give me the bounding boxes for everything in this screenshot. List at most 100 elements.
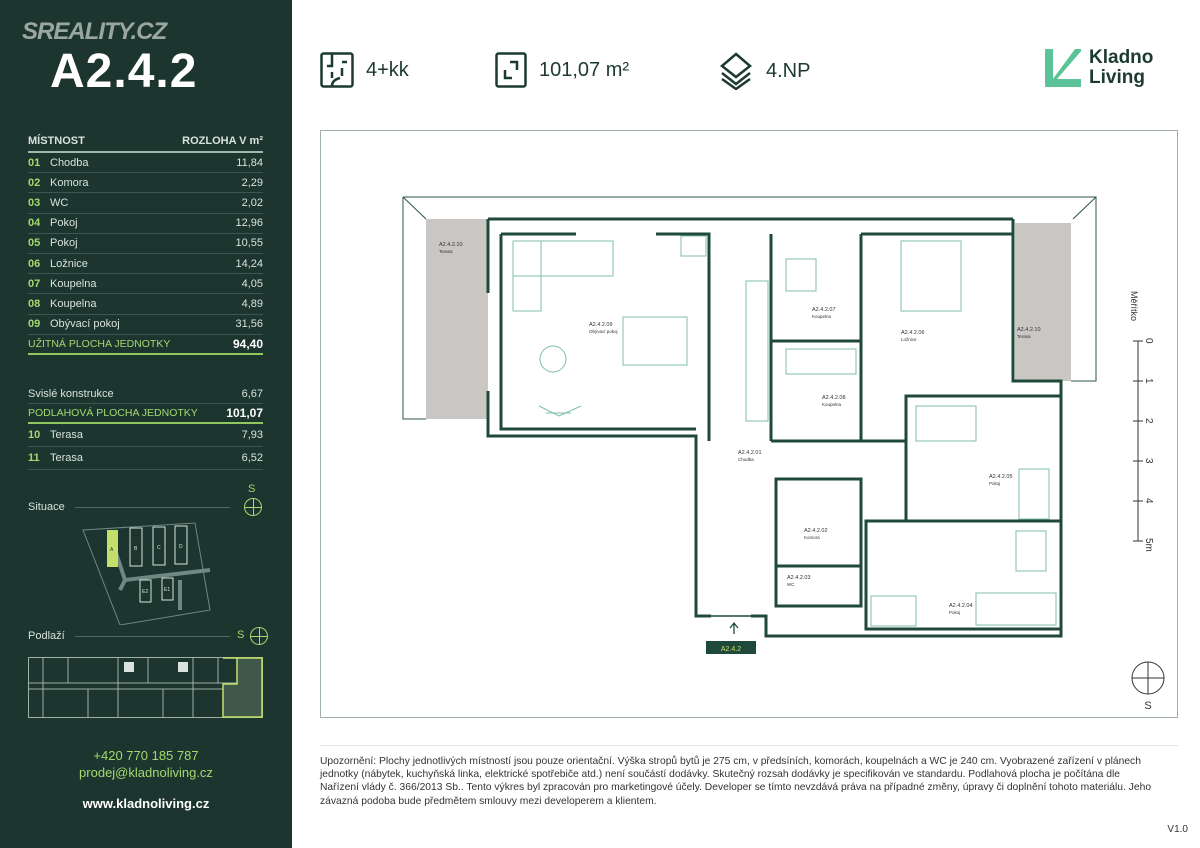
divider [320, 745, 1178, 746]
room-num: 01 [28, 156, 41, 169]
terrace-left [426, 219, 488, 419]
room-code-label: A2.4.2.10 [439, 242, 463, 248]
room-name-label: Chodba [738, 457, 754, 462]
room-area: 2,29 [241, 176, 263, 189]
floorplan-icon [320, 52, 354, 88]
terrace-num: 11 [28, 452, 40, 465]
room-num: 04 [28, 217, 41, 230]
room-name-label: Pokoj [989, 481, 1000, 486]
layout-value: 4+kk [366, 58, 409, 81]
website-link[interactable]: www.kladnoliving.cz [82, 796, 210, 811]
terrace-name: Terasa [50, 452, 84, 465]
layers-icon [720, 52, 752, 90]
table-header: MÍSTNOST ROZLOHA V m² [28, 131, 263, 153]
room-num: 08 [28, 297, 41, 310]
terrace-row: 11 Terasa 6,52 [28, 447, 263, 471]
unit-highlight [222, 657, 263, 718]
room-row: 02 Komora 2,29 [28, 173, 263, 194]
room-area: 31,56 [235, 318, 263, 331]
room-code-label: A2.4.2.07 [812, 307, 836, 313]
room-name-label: WC [787, 582, 795, 587]
podlazi-label: Podlaží [28, 630, 65, 642]
room-name: Komora [50, 176, 89, 189]
room-name-label: Pokoj [949, 610, 960, 615]
header-area: ROZLOHA V m² [182, 135, 263, 147]
room-area: 2,02 [241, 196, 263, 209]
floor-value: 101,07 [226, 406, 263, 421]
building-label: B [134, 546, 138, 552]
room-name: WC [50, 196, 69, 209]
room-name-label: Terasa [1017, 334, 1031, 339]
room-name: Obývací pokoj [50, 318, 120, 331]
terrace-name: Terasa [50, 429, 84, 442]
room-code-label: A2.4.2.02 [804, 528, 828, 534]
room-name: Koupelna [50, 297, 97, 310]
room-row: 08 Koupelna 4,89 [28, 294, 263, 315]
divider [75, 507, 230, 508]
entrance-badge: A2.4.2 [721, 646, 741, 653]
terrace-area: 7,93 [241, 429, 263, 442]
room-code-label: A2.4.2.01 [738, 450, 762, 456]
room-code-label: A2.4.2.10 [1017, 327, 1041, 333]
scale-tick-label: 0 [1143, 338, 1154, 344]
room-code-label: A2.4.2.05 [989, 474, 1013, 480]
room-area: 4,89 [241, 297, 263, 310]
scale-tick-label: 3 [1143, 458, 1154, 464]
scale-tick-label: 5m [1143, 538, 1154, 552]
header-room: MÍSTNOST [28, 135, 85, 147]
room-name-label: Terasa [439, 249, 453, 254]
unit-code: A2.4.2 [50, 45, 198, 98]
scale-tick-label: 2 [1143, 418, 1154, 424]
room-num: 03 [28, 196, 41, 209]
building-label: C [157, 545, 161, 551]
site-map: A B C D E2 E1 [82, 522, 211, 625]
scale-tick-label: 4 [1143, 498, 1154, 504]
brand-line2: Living [1089, 67, 1145, 88]
scale-tick-label: 1 [1143, 378, 1154, 384]
phone[interactable]: +420 770 185 787 [93, 748, 199, 763]
north-label: S [1144, 700, 1151, 712]
usable-label: UŽITNÁ PLOCHA JEDNOTKY [28, 337, 171, 350]
room-num: 05 [28, 237, 41, 250]
room-row: 09 Obývací pokoj 31,56 [28, 315, 263, 335]
room-num: 02 [28, 176, 41, 189]
room-code-label: A2.4.2.03 [787, 575, 811, 581]
room-code-label: A2.4.2.08 [822, 395, 846, 401]
room-area: 12,96 [235, 217, 263, 230]
compass-icon [244, 498, 262, 516]
email[interactable]: prodej@kladnoliving.cz [79, 765, 213, 780]
room-name-label: Obývací pokoj [589, 329, 618, 334]
room-code-label: A2.4.2.04 [949, 603, 973, 609]
area-value: 101,07 m² [539, 58, 630, 81]
watermark-logo: SREALITY.CZ [22, 18, 167, 45]
building-d [174, 525, 188, 565]
room-area: 10,55 [235, 237, 263, 250]
building-a [107, 530, 118, 567]
brand-line1: Kladno [1089, 47, 1154, 68]
vertical-value: 6,67 [241, 387, 263, 400]
sidebar: SREALITY.CZ A2.4.2 MÍSTNOST ROZLOHA V m² … [0, 0, 292, 848]
north-label: S [237, 629, 245, 641]
usable-value: 94,40 [232, 336, 263, 351]
room-name: Pokoj [50, 237, 78, 250]
room-code-label: A2.4.2.09 [589, 322, 613, 328]
building-label: E2 [142, 589, 148, 595]
room-name-label: Koupelna [812, 314, 832, 319]
terrace-area: 6,52 [241, 452, 263, 465]
version: V1.0 [1167, 824, 1188, 835]
building-label: A [110, 547, 114, 553]
room-num: 09 [28, 318, 41, 331]
room-name: Ložnice [50, 257, 88, 270]
kladno-living-logo-icon [1045, 49, 1081, 87]
room-num: 06 [28, 257, 41, 270]
room-area: 14,24 [235, 257, 263, 270]
building-c [152, 526, 166, 566]
entrance-arrow-icon [729, 621, 739, 634]
divider [75, 636, 230, 637]
